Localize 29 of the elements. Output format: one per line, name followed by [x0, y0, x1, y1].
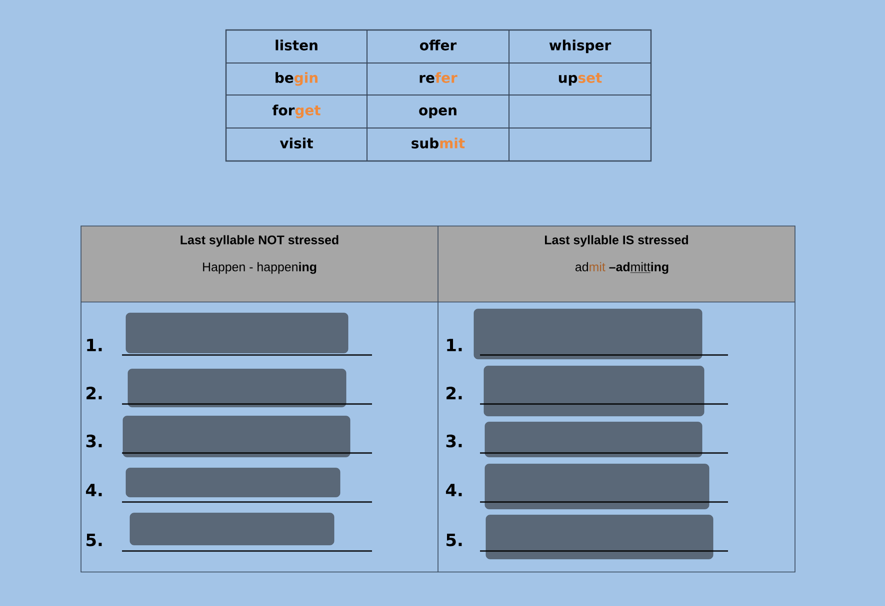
word: submit [412, 138, 465, 148]
list-number: 4. [86, 484, 102, 496]
list-number: 3. [86, 434, 102, 448]
list-number: 5. [446, 534, 462, 546]
word: forget [272, 104, 320, 118]
label: ing [651, 262, 668, 274]
label: –ad [609, 262, 630, 272]
list-number: 3. [446, 434, 462, 448]
word: begin [276, 72, 318, 86]
word: whisper [549, 40, 612, 54]
label: mit [590, 262, 606, 272]
label: ad [575, 262, 588, 272]
word: refer [420, 72, 458, 83]
word: offer [420, 40, 457, 50]
word: listen [276, 40, 318, 50]
list-number: 5. [86, 534, 102, 546]
list-number: 1. [87, 338, 102, 352]
column-heading: Last syllable IS stressed [545, 235, 688, 247]
list-number: 2. [446, 386, 462, 400]
label: mitt [631, 262, 650, 272]
example-words: Happen - happening [203, 262, 316, 274]
example-words: admit –admitting [575, 262, 668, 274]
word: open [419, 107, 456, 118]
list-number: 4. [446, 484, 462, 496]
list-number: 1. [447, 338, 462, 352]
list-number: 2. [86, 386, 102, 400]
column-heading: Last syllable NOT stressed [180, 235, 338, 247]
word: upset [558, 72, 602, 86]
word: visit [280, 138, 313, 148]
